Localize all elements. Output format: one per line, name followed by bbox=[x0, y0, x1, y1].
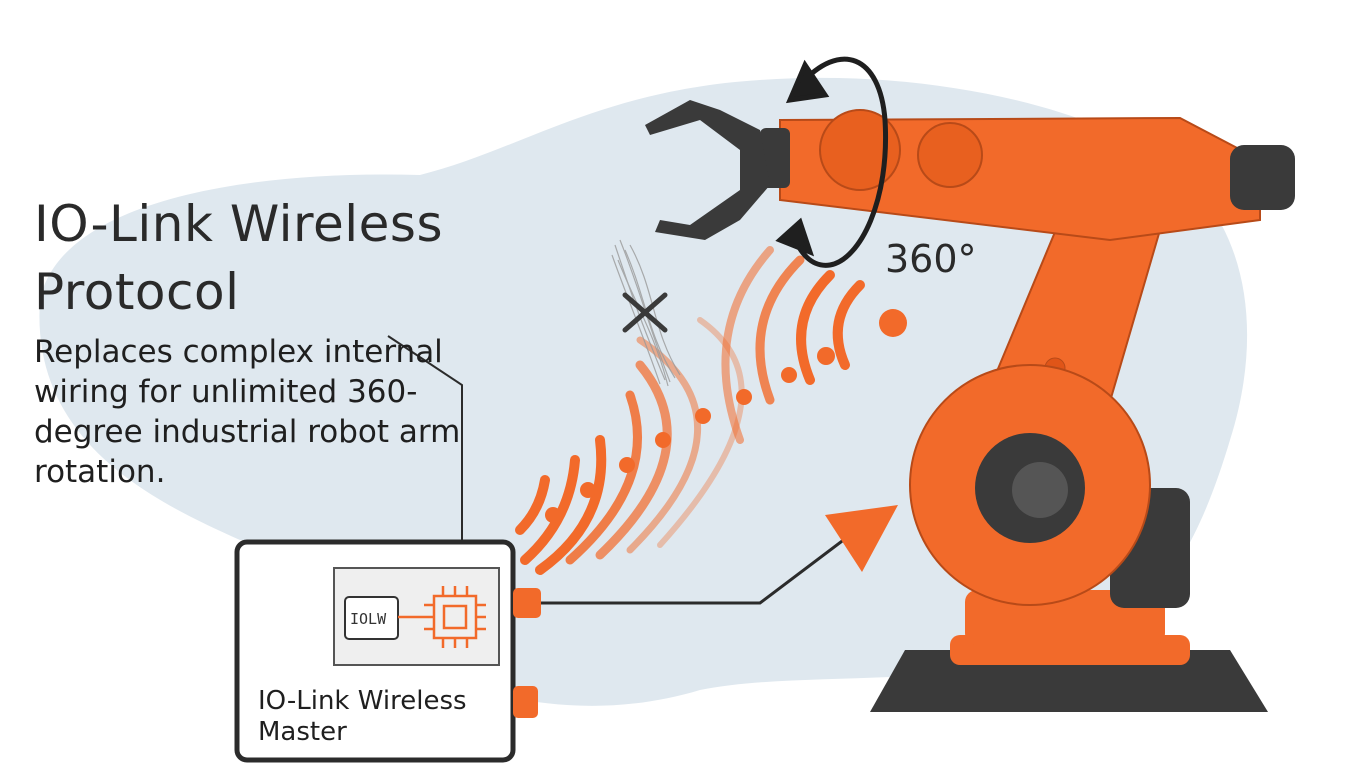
robot-arm-icon bbox=[645, 100, 1295, 712]
description-text: Replaces complex internal wiring for unl… bbox=[34, 334, 461, 490]
leader-line bbox=[387, 335, 463, 590]
wireless-signal-icon bbox=[515, 246, 865, 575]
master-device: IOLW bbox=[234, 539, 541, 763]
signal-dot bbox=[580, 482, 596, 498]
signal-dot bbox=[619, 457, 635, 473]
master-label: IO-Link Wireless Master bbox=[258, 686, 467, 747]
signal-arc bbox=[832, 280, 865, 370]
processor-chip-icon bbox=[398, 586, 486, 648]
signal-dot bbox=[655, 432, 671, 448]
blocked-wiring-icon bbox=[611, 239, 681, 387]
connection-line bbox=[540, 518, 871, 605]
signal-dot bbox=[736, 389, 752, 405]
signal-arc bbox=[535, 435, 607, 575]
signal-arc bbox=[595, 360, 672, 560]
signal-arc bbox=[755, 255, 805, 405]
rotation-arrow-icon bbox=[775, 56, 889, 268]
signal-dot bbox=[545, 507, 561, 523]
signal-arc bbox=[515, 475, 550, 535]
page-title: IO-Link Wireless Protocol bbox=[34, 195, 444, 321]
signal-dot bbox=[879, 309, 907, 337]
signal-arc bbox=[721, 246, 774, 444]
signal-arc bbox=[565, 390, 642, 565]
signal-dot bbox=[817, 347, 835, 365]
robot-base bbox=[870, 650, 1268, 712]
signal-arc bbox=[796, 270, 835, 385]
connector-port bbox=[513, 588, 541, 618]
chip-label: IOLW bbox=[350, 610, 387, 628]
signal-arc bbox=[626, 336, 702, 554]
signal-arrow-icon bbox=[825, 505, 898, 572]
signal-dot bbox=[781, 367, 797, 383]
signal-dot bbox=[695, 408, 711, 424]
connector-port bbox=[513, 686, 538, 718]
robot-gripper bbox=[645, 100, 770, 240]
rotation-label: 360° bbox=[885, 237, 977, 281]
signal-dots bbox=[545, 309, 907, 523]
signal-arc bbox=[657, 317, 745, 548]
